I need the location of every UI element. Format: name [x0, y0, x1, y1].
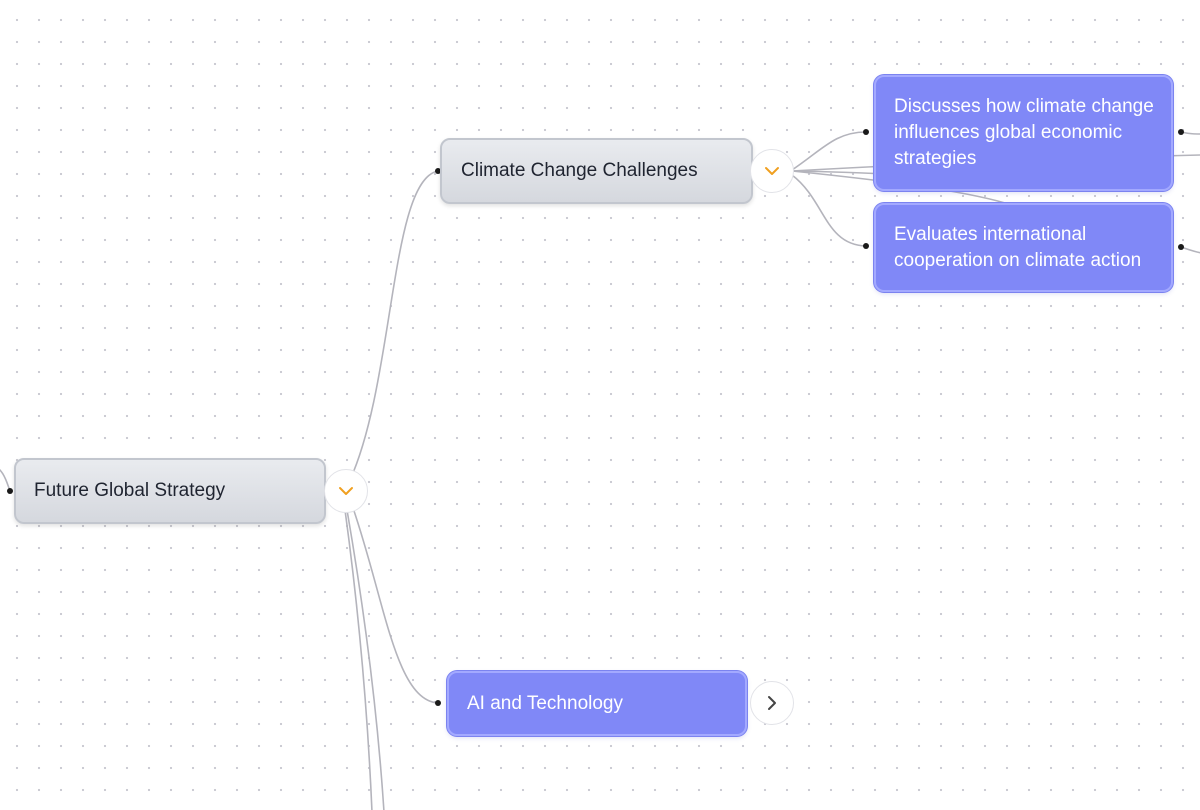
port-child-2-out [1178, 244, 1184, 250]
collapse-toggle-climate[interactable] [750, 149, 794, 193]
edge-root-ai [351, 504, 439, 704]
node-climate-economic-strategies[interactable]: Discusses how climate change influences … [874, 75, 1173, 191]
node-label: Evaluates international cooperation on c… [894, 223, 1142, 271]
port-ai-in [435, 700, 441, 706]
node-climate-international-cooperation[interactable]: Evaluates international cooperation on c… [874, 203, 1173, 292]
expand-toggle-ai[interactable] [750, 681, 794, 725]
node-future-global-strategy[interactable]: Future Global Strategy [14, 458, 326, 524]
chevron-down-icon [765, 167, 779, 175]
collapse-toggle-root[interactable] [324, 469, 368, 513]
node-label: Future Global Strategy [34, 480, 226, 501]
node-climate-change-challenges[interactable]: Climate Change Challenges [440, 138, 753, 204]
port-root-in [7, 488, 13, 494]
node-label: AI and Technology [467, 692, 623, 714]
edge-root-incoming [0, 468, 11, 492]
chevron-down-icon [339, 487, 353, 495]
edge-climate-child-1 [791, 131, 867, 171]
port-child-2-in [863, 243, 869, 249]
node-ai-and-technology[interactable]: AI and Technology [447, 671, 747, 736]
node-label: Climate Change Challenges [461, 160, 698, 181]
edge-root-climate [349, 170, 439, 481]
edge-climate-child-2 [791, 174, 867, 247]
port-child-1-out [1178, 129, 1184, 135]
edge-root-offscreen-1 [344, 509, 373, 810]
chevron-right-icon [768, 696, 776, 710]
port-child-1-in [863, 129, 869, 135]
port-climate-in [435, 168, 441, 174]
node-label: Discusses how climate change influences … [894, 96, 1154, 169]
edge-root-offscreen-2 [346, 509, 385, 810]
